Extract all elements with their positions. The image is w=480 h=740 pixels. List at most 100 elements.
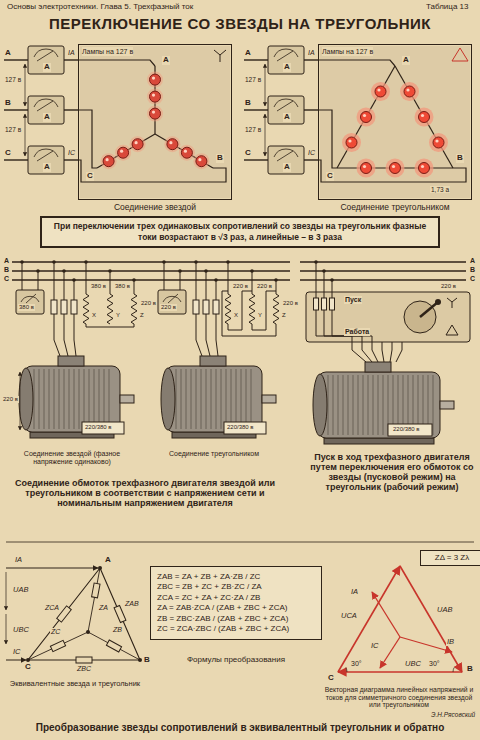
star-delta-starter xyxy=(322,269,326,273)
label-text: A xyxy=(469,257,476,265)
label-text: 380 в xyxy=(90,283,107,290)
label-text: B xyxy=(3,266,10,274)
label-text: A xyxy=(283,63,291,72)
label-text: Основы электротехники. Глава 5. Трехфазн… xyxy=(6,3,194,12)
label-text: B xyxy=(469,266,476,274)
delta-motor-unit xyxy=(191,369,192,429)
delta-lamp-panel xyxy=(268,96,304,124)
label-text: 220 в xyxy=(282,300,299,307)
delta-lamp-panel xyxy=(421,114,424,117)
star-motor-unit xyxy=(74,314,76,356)
label-text: 380 в xyxy=(114,283,131,290)
label-text: IA xyxy=(67,49,76,57)
label-text: C xyxy=(469,275,476,283)
star-motor-unit xyxy=(64,369,65,429)
label-text: UBC xyxy=(404,660,422,668)
delta-motor-unit xyxy=(193,300,199,314)
star-motor-unit xyxy=(49,369,50,429)
label-text: C xyxy=(3,275,10,283)
delta-lamp-panel xyxy=(361,163,372,174)
delta-lamp-panel xyxy=(244,46,470,198)
vector-diagram xyxy=(372,592,400,637)
delta-lamp-panel xyxy=(268,46,304,74)
delta-lamp-panel xyxy=(268,146,304,174)
star-delta-starter xyxy=(324,271,325,298)
delta-lamp-panel xyxy=(357,159,376,178)
label-text: B xyxy=(456,154,464,163)
label-text: IC xyxy=(370,642,380,650)
star-lamp-panel xyxy=(4,46,230,198)
label-text: B xyxy=(244,99,252,108)
separator xyxy=(6,542,474,543)
bus-lines xyxy=(300,279,466,280)
delta-lamp-panel xyxy=(244,109,268,110)
star-lamp-panel xyxy=(193,153,209,169)
star-lamp-panel xyxy=(179,145,195,161)
star-motor-unit xyxy=(64,271,65,300)
star-lamp-panel xyxy=(220,55,221,62)
label-text: UAB xyxy=(436,606,453,614)
star-motor-unit xyxy=(64,314,68,356)
star-motor-unit xyxy=(52,260,56,264)
separator xyxy=(6,542,474,543)
lamp-board: Лампы на 127 в xyxy=(78,44,232,200)
delta-motor-unit xyxy=(203,300,209,314)
label-text: ZBC xyxy=(76,665,92,673)
box-text: Лампы на 127 в xyxy=(82,47,133,56)
star-resistor xyxy=(106,640,121,652)
label-text: A xyxy=(283,113,291,122)
star-motor-unit xyxy=(62,269,66,273)
star-motor-unit xyxy=(132,278,136,282)
star-motor-unit xyxy=(79,369,80,429)
delta-lamp-panel xyxy=(452,48,468,61)
star-delta-starter xyxy=(306,292,470,342)
label-text: IA xyxy=(14,556,23,564)
label-text: 30° xyxy=(350,660,363,668)
delta-motor-unit xyxy=(200,356,226,366)
delta-lamp-panel xyxy=(404,86,415,97)
star-motor-unit xyxy=(69,369,70,429)
bus-lines xyxy=(12,262,466,280)
label-text: Работа xyxy=(344,328,370,336)
delta-lamp-panel xyxy=(304,109,318,110)
star-delta-starter xyxy=(332,310,372,342)
label-text: 380 в xyxy=(18,304,35,311)
delta-motor-unit xyxy=(273,294,279,324)
label-text: C xyxy=(86,172,94,181)
delta-lamp-panel xyxy=(348,139,351,142)
delta-lamp-panel xyxy=(304,59,318,60)
delta-motor-unit xyxy=(181,369,182,429)
delta-lamp-panel xyxy=(377,88,380,91)
delta-motor-unit xyxy=(164,262,165,290)
delta-lamp-panel xyxy=(361,112,372,123)
delta-lamp-panel xyxy=(419,112,430,123)
label-text: Соединение треугольником xyxy=(339,203,450,213)
star-lamp-panel xyxy=(28,46,64,74)
star-delta-schematic xyxy=(86,630,90,634)
delta-lamp-panel xyxy=(386,159,405,178)
star-lamp-panel xyxy=(214,50,220,55)
label-text: C xyxy=(326,172,334,181)
delta-lamp-panel xyxy=(277,101,293,111)
star-lamp-panel xyxy=(118,147,129,158)
star-delta-starter xyxy=(435,299,441,305)
star-motor-unit xyxy=(84,369,85,429)
delta-lamp-panel xyxy=(265,64,266,106)
star-lamp-panel xyxy=(150,108,161,119)
voltage-arrow xyxy=(20,372,21,430)
delta-lamp-panel xyxy=(415,108,434,127)
star-motor-unit xyxy=(108,269,112,273)
star-lamp-panel xyxy=(64,109,78,110)
delta-motor-unit xyxy=(222,291,276,336)
label-text: IB xyxy=(446,638,455,646)
star-motor-unit xyxy=(74,369,75,429)
star-lamp-panel xyxy=(181,147,192,158)
delta-resistor xyxy=(76,657,92,663)
star-lamp-panel xyxy=(37,51,53,61)
box-text: Лампы на 127 в xyxy=(322,47,373,56)
label-text: A xyxy=(43,113,51,122)
vector-diagram xyxy=(380,637,400,668)
delta-motor-unit xyxy=(236,369,237,429)
star-delta-starter xyxy=(314,260,318,264)
